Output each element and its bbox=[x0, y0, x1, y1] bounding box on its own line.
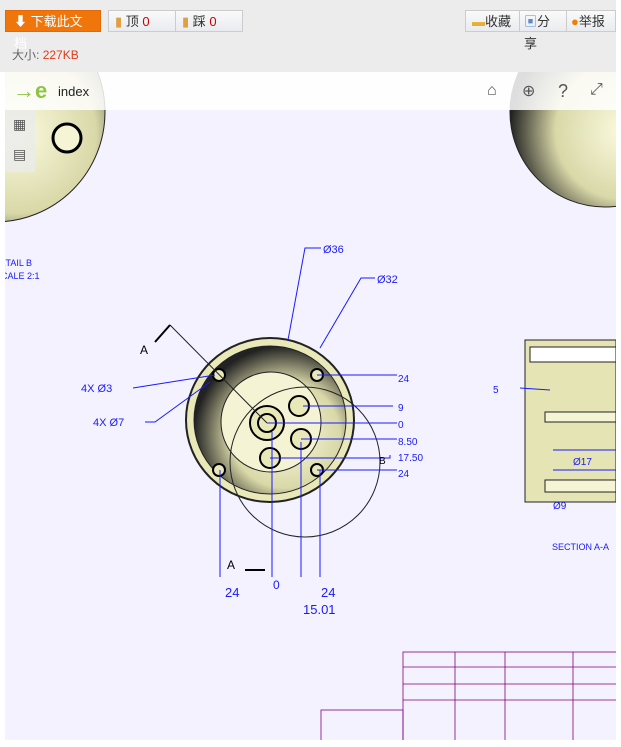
dim-24-right: 24 bbox=[321, 585, 335, 600]
warning-icon: ● bbox=[571, 14, 579, 29]
upvote-button[interactable]: ▮ 顶 0 bbox=[108, 10, 176, 32]
viewer-logo: →e bbox=[13, 78, 48, 103]
thumbs-down-icon: ▮ bbox=[182, 14, 190, 29]
thumbs-up-icon: ▮ bbox=[115, 14, 123, 29]
dim-15-01: 15.01 bbox=[303, 602, 336, 617]
main-view bbox=[154, 324, 381, 571]
dim-24-left: 24 bbox=[225, 585, 239, 600]
favorite-button[interactable]: ▬收藏 bbox=[465, 10, 520, 32]
dim-17-50: 17.50 bbox=[398, 453, 423, 464]
fullscreen-icon[interactable]: ⤢ bbox=[590, 81, 603, 98]
downvote-button[interactable]: ▮ 踩 0 bbox=[175, 10, 243, 32]
dim-hole3: 4X Ø3 bbox=[81, 383, 112, 395]
section-marker-a-bottom: A bbox=[227, 558, 235, 572]
share-icon: ▣ bbox=[524, 14, 538, 29]
home-icon[interactable]: ⌂ bbox=[487, 82, 497, 99]
file-size: 大小: 227KB bbox=[12, 48, 79, 62]
thumbnail-icon[interactable]: ▦ bbox=[13, 116, 27, 132]
section-view bbox=[524, 339, 616, 503]
zoom-icon[interactable]: ⊕ bbox=[522, 83, 536, 100]
dim-dia9: Ø9 bbox=[553, 501, 567, 512]
help-icon[interactable]: ? bbox=[558, 81, 569, 101]
dim-0-bottom: 0 bbox=[273, 578, 280, 592]
dimension-lines bbox=[132, 247, 616, 577]
dim-9: 9 bbox=[398, 403, 404, 414]
dim-5: 5 bbox=[493, 385, 499, 396]
cad-drawing: Ø36 Ø32 4X Ø3 4X Ø7 24 9 0 8.50 17.50 24… bbox=[5, 72, 616, 740]
dim-0-right: 0 bbox=[398, 420, 404, 431]
report-button[interactable]: ●举报 bbox=[566, 10, 616, 32]
document-toolbar: ⬇ 下载此文档 ▮ 顶 0 ▮ 踩 0 ▬收藏 ▣分享 ●举报 大小: 227K… bbox=[0, 0, 616, 72]
viewer-sidebar: ▦ ▤ bbox=[5, 110, 35, 172]
section-label: SECTION A-A bbox=[552, 542, 609, 552]
viewer-toolbar: →e index ⌂ ⊕ ? ⤢ bbox=[5, 72, 616, 110]
download-button[interactable]: ⬇ 下载此文档 bbox=[5, 10, 101, 51]
document-viewer[interactable]: Ø36 Ø32 4X Ø3 4X Ø7 24 9 0 8.50 17.50 24… bbox=[5, 72, 616, 740]
dim-dia17: Ø17 bbox=[573, 457, 592, 468]
viewer-title: index bbox=[58, 84, 90, 99]
detail-marker-b: B bbox=[379, 456, 386, 467]
dim-dia32: Ø32 bbox=[377, 274, 398, 286]
dim-24-bottom: 24 bbox=[398, 469, 410, 480]
detail-scale: SCALE 2:1 bbox=[5, 271, 40, 281]
dim-8-50: 8.50 bbox=[398, 437, 418, 448]
dim-24-top: 24 bbox=[398, 374, 410, 385]
pages-icon[interactable]: ▤ bbox=[13, 146, 27, 162]
folder-icon: ▬ bbox=[472, 14, 485, 29]
share-button[interactable]: ▣分享 bbox=[519, 10, 567, 51]
download-icon: ⬇ bbox=[14, 14, 31, 29]
section-marker-a-top: A bbox=[140, 343, 148, 357]
detail-label: DETAIL B bbox=[5, 258, 32, 268]
dim-hole7: 4X Ø7 bbox=[93, 417, 124, 429]
dim-dia36: Ø36 bbox=[323, 244, 344, 256]
title-block bbox=[320, 651, 616, 740]
